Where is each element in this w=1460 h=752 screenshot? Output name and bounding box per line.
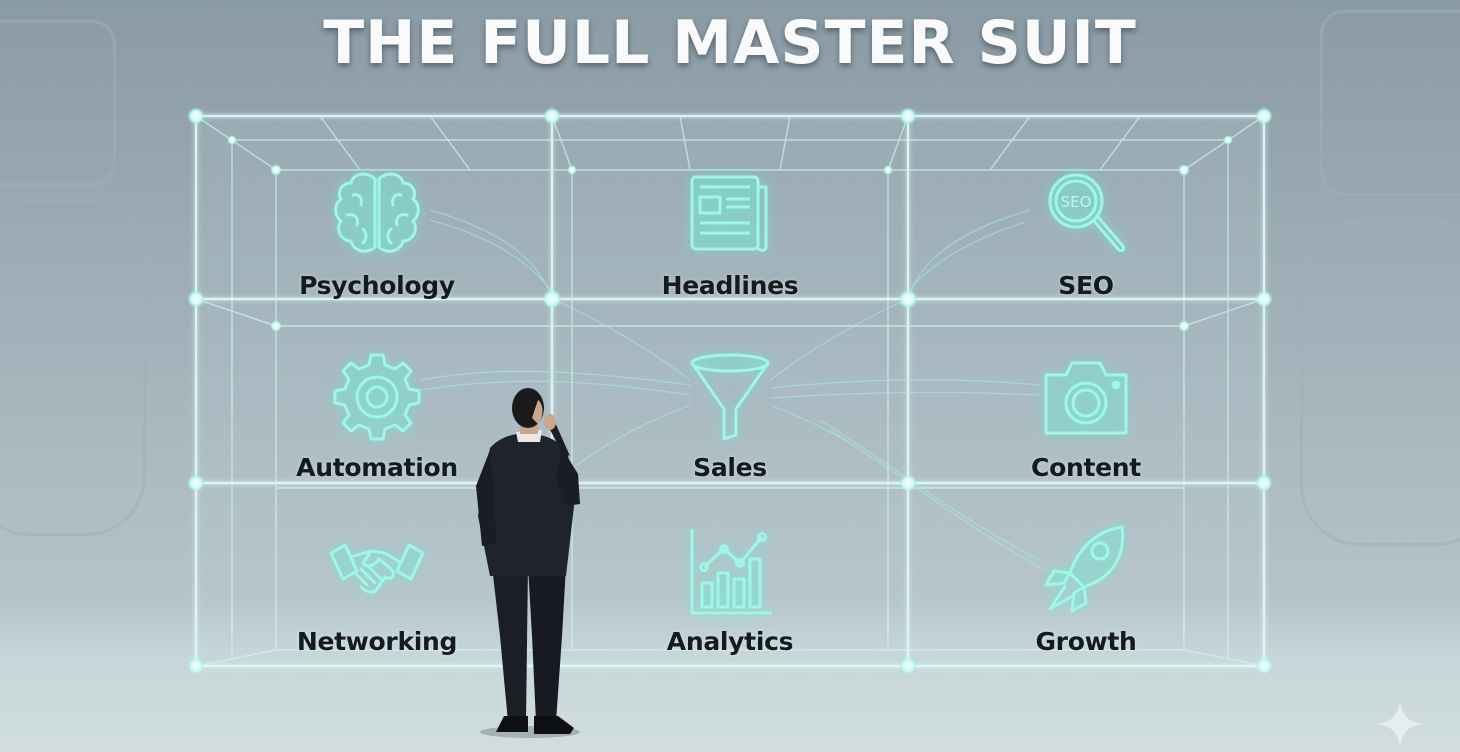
sparkle-icon	[1376, 700, 1424, 748]
tile-label: Sales	[693, 453, 767, 482]
chart-icon	[690, 529, 772, 615]
tile-label: Networking	[296, 627, 458, 656]
tile-label: Automation	[296, 453, 458, 482]
tile-headlines: Headlines	[610, 150, 850, 300]
tile-seo: SEO SEO	[966, 150, 1206, 300]
funnel-icon	[690, 353, 770, 441]
tile-psychology: Psychology	[257, 150, 497, 300]
tile-label: Headlines	[661, 271, 799, 300]
handshake-icon	[329, 543, 425, 594]
page-title: THE FULL MASTER SUIT	[323, 8, 1137, 78]
tile-analytics: Analytics	[610, 506, 850, 656]
tile-label: Psychology	[299, 271, 455, 300]
newspaper-icon	[690, 175, 768, 252]
floor	[0, 600, 1460, 752]
tile-label: Content	[1031, 453, 1141, 482]
tile-label: Analytics	[666, 627, 794, 656]
background-panel-left-lower	[0, 200, 146, 536]
gear-icon	[333, 353, 421, 441]
tile-content: Content	[966, 332, 1206, 482]
background-panel-right-lower	[1300, 220, 1460, 546]
brain-icon	[334, 172, 420, 253]
camera-icon	[1044, 361, 1128, 435]
tile-label: SEO	[1058, 271, 1114, 300]
tile-sales: Sales	[610, 332, 850, 482]
svg-text:SEO: SEO	[1061, 193, 1092, 211]
tile-automation: Automation	[257, 332, 497, 482]
tile-label: Growth	[1035, 627, 1137, 656]
businessman-figure	[476, 388, 580, 738]
seo-magnifier-icon: SEO	[1048, 173, 1126, 253]
background-panel-right	[1320, 10, 1460, 196]
rocket-icon	[1044, 525, 1125, 613]
background-panel-left	[0, 20, 116, 186]
tile-networking: Networking	[257, 506, 497, 656]
tile-growth: Growth	[966, 506, 1206, 656]
